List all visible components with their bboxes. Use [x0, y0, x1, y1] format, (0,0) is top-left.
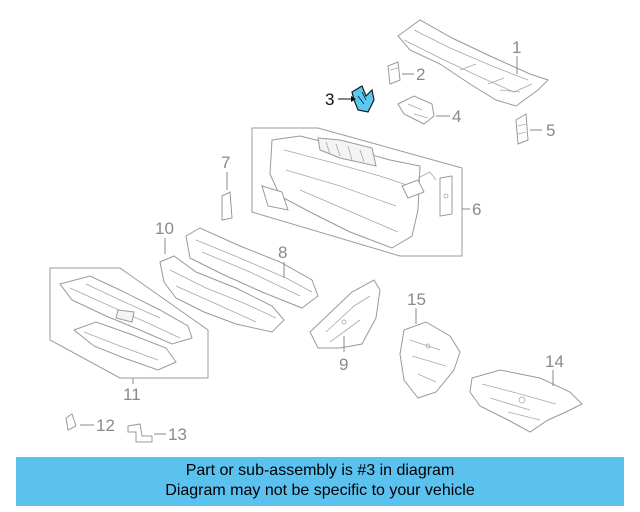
callout-10[interactable]: 10: [155, 219, 174, 238]
callout-14[interactable]: 14: [545, 352, 564, 371]
callout-2[interactable]: 2: [416, 65, 425, 84]
callout-7[interactable]: 7: [221, 153, 230, 172]
part-4-bracket[interactable]: [397, 95, 435, 125]
part-1-cowl-panel[interactable]: [397, 19, 549, 107]
callout-9[interactable]: 9: [339, 355, 348, 374]
part-5-side-bracket[interactable]: [515, 113, 529, 145]
part-11-floor-assembly[interactable]: [49, 267, 209, 379]
banner-line-2: Diagram may not be specific to your vehi…: [165, 482, 475, 499]
callout-8[interactable]: 8: [278, 243, 287, 262]
callout-11[interactable]: 11: [123, 385, 141, 404]
callout-1[interactable]: 1: [512, 38, 521, 57]
part-3-bracket-highlight[interactable]: [351, 85, 375, 113]
part-9-pillar-bracket[interactable]: [309, 279, 381, 349]
callout-5[interactable]: 5: [546, 121, 555, 140]
part-14-panel[interactable]: [469, 369, 583, 433]
banner-line-1: Part or sub-assembly is #3 in diagram: [185, 462, 455, 479]
callout-15[interactable]: 15: [407, 290, 426, 309]
arrow-3: [351, 96, 356, 102]
part-7-bracket[interactable]: [221, 191, 233, 221]
part-8-cross-member[interactable]: [185, 227, 319, 309]
part-10-lower-panel[interactable]: [159, 255, 285, 333]
part-2-clip[interactable]: [387, 61, 401, 85]
info-banner: Part or sub-assembly is #3 in diagram Di…: [16, 457, 624, 506]
callout-12[interactable]: 12: [96, 416, 115, 435]
callout-4[interactable]: 4: [452, 107, 461, 126]
part-6-dash-panel-assembly[interactable]: [251, 127, 463, 257]
part-15-panel[interactable]: [399, 321, 461, 399]
part-12-clip[interactable]: [65, 413, 77, 431]
part-13-clip[interactable]: [127, 423, 153, 443]
callout-3[interactable]: 3: [325, 90, 334, 109]
callout-6[interactable]: 6: [472, 200, 481, 219]
callout-13[interactable]: 13: [168, 425, 187, 444]
